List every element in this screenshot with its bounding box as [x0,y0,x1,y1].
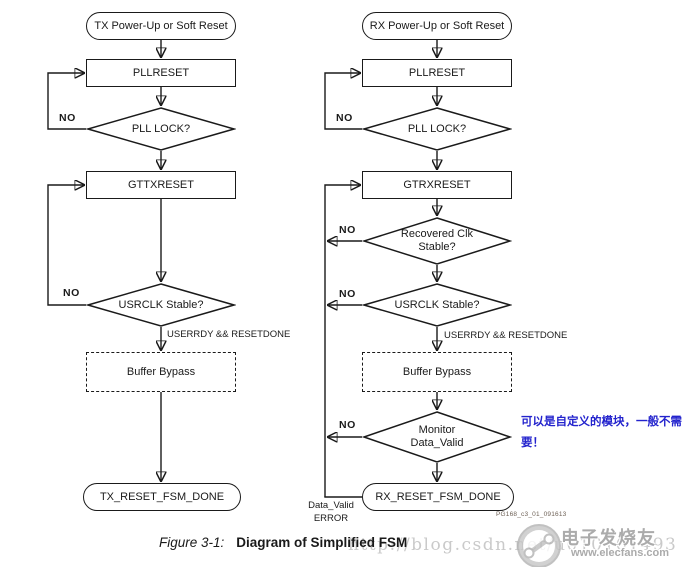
rx-buffer-bypass-state: Buffer Bypass [362,352,512,392]
rx-recovered-no-label: NO [339,224,356,236]
rx-recovered-clk-label-line1: Recovered Clk [400,228,474,241]
diamond-shape [362,283,512,327]
rx-datavalid-error-line1: Data_Valid [308,500,354,511]
diamond-shape [362,411,512,463]
rx-pll-lock-label: PLL LOCK? [407,122,467,135]
rx-pllreset-state: PLLRESET [362,59,512,87]
tx-start-terminal: TX Power-Up or Soft Reset [86,12,236,40]
connector-tx-plllock-no-loop [47,73,86,130]
rx-recovered-clk-decision: Recovered Clk Stable? [362,217,512,265]
tx-pllreset-state: PLLRESET [86,59,236,87]
rx-done-label: RX_RESET_FSM_DONE [375,490,501,503]
rx-start-terminal: RX Power-Up or Soft Reset [362,12,512,40]
rx-pll-lock-decision: PLL LOCK? [362,107,512,151]
rx-datavalid-error-line2: ERROR [313,513,349,524]
connector-rx-main-loop [324,185,360,497]
tx-start-label: TX Power-Up or Soft Reset [94,19,228,32]
rx-recovered-clk-label-line2: Stable? [418,241,456,253]
tx-pll-lock-decision: PLL LOCK? [86,107,236,151]
tx-done-terminal: TX_RESET_FSM_DONE [83,483,241,511]
blue-annotation-note: 可以是自定义的模块，一般不需 要！ [521,412,682,454]
rx-usrclk-no-label: NO [339,288,356,300]
tx-transition-condition: USERRDY && RESETDONE [167,329,291,340]
tx-buffer-bypass-label: Buffer Bypass [126,365,196,378]
tx-usrclk-label: USRCLK Stable? [118,298,204,311]
rx-monitor-datavalid-decision: Monitor Data_Valid [362,411,512,463]
connector-tx-usrclk-no-loop [47,185,86,306]
rx-monitor-label-line2: Data_Valid [410,437,464,449]
tx-pllreset-label: PLLRESET [132,66,190,79]
rx-start-label: RX Power-Up or Soft Reset [369,19,505,32]
figure-code: PG168_c3_01_091613 [496,511,567,518]
rx-usrclk-label: USRCLK Stable? [394,298,480,311]
diamond-shape [362,107,512,151]
tx-gttxreset-label: GTTXRESET [127,178,194,191]
tx-done-label: TX_RESET_FSM_DONE [99,490,225,503]
tx-usrclk-no-label: NO [63,287,80,299]
figure-caption-title: Diagram of Simplified FSM [236,535,408,550]
blue-annotation-line2: 要！ [521,437,544,449]
rx-monitor-no-label: NO [339,419,356,431]
diamond-shape [362,217,512,265]
tx-usrclk-decision: USRCLK Stable? [86,283,236,327]
rx-datavalid-error-label: Data_Valid ERROR [300,499,362,525]
elecfans-site-watermark: www.elecfans.com [571,547,670,559]
diamond-shape [86,107,236,151]
rx-gtrxreset-label: GTRXRESET [403,178,471,191]
csdn-url-watermark: http://blog.csdn.net/u010161493 [348,535,678,555]
rx-gtrxreset-state: GTRXRESET [362,171,512,199]
elecfans-logo-icon [517,524,561,567]
diamond-shape [86,283,236,327]
tx-pll-lock-no-label: NO [59,112,76,124]
rx-transition-condition: USERRDY && RESETDONE [444,330,568,341]
tx-pll-lock-label: PLL LOCK? [131,122,191,135]
tx-gttxreset-state: GTTXRESET [86,171,236,199]
figure-caption: Figure 3-1: Diagram of Simplified FSM [159,535,407,550]
blue-annotation-line1: 可以是自定义的模块，一般不需 [521,416,682,428]
tx-buffer-bypass-state: Buffer Bypass [86,352,236,392]
rx-pllreset-label: PLLRESET [408,66,466,79]
elecfans-name-watermark: 电子发烧友 [561,528,656,548]
rx-monitor-label-line1: Monitor [418,424,456,437]
connector-rx-plllock-no-loop [324,73,362,130]
rx-buffer-bypass-label: Buffer Bypass [402,365,472,378]
figure-caption-label: Figure 3-1: [159,535,225,550]
rx-usrclk-decision: USRCLK Stable? [362,283,512,327]
rx-pll-lock-no-label: NO [336,112,353,124]
rx-done-terminal: RX_RESET_FSM_DONE [362,483,514,511]
